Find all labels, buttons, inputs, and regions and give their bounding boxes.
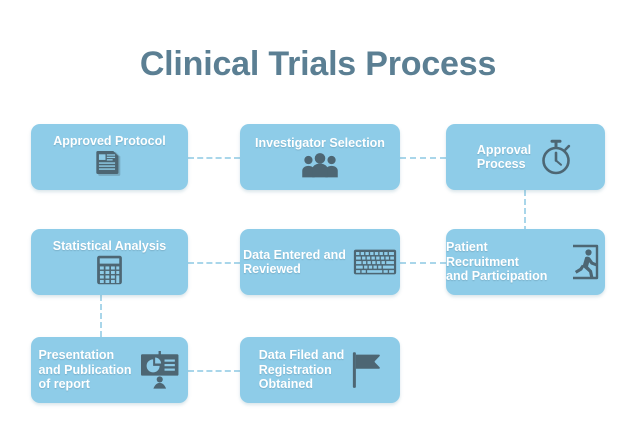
presentation-board-icon [139, 351, 181, 389]
process-box-presentation-and-publication[interactable]: Presentation and Publication of report [31, 337, 188, 403]
connector-statistical-analysis-to-presentation [100, 295, 102, 337]
process-label: Investigator Selection [255, 135, 385, 150]
process-box-approval-process[interactable]: Approval Process [446, 124, 605, 190]
keyboard-icon [353, 249, 397, 275]
calculator-icon [96, 255, 123, 285]
process-box-patient-recruitment-and-participation[interactable]: Patient Recruitment and Participation [446, 229, 605, 295]
document-icon [95, 150, 125, 180]
process-label: Statistical Analysis [52, 238, 167, 253]
stopwatch-icon [538, 138, 574, 176]
process-box-statistical-analysis[interactable]: Statistical Analysis [31, 229, 188, 295]
connector-data-entered-to-statistical-analysis [188, 262, 240, 264]
process-box-investigator-selection[interactable]: Investigator Selection [240, 124, 400, 190]
process-label: Data Entered and Reviewed [243, 247, 346, 277]
process-label: Approval Process [476, 142, 532, 172]
flag-icon [351, 351, 381, 389]
people-group-icon [301, 152, 339, 178]
connector-approval-process-to-patient-recruitment [524, 190, 526, 232]
connector-investigator-selection-to-approval-process [400, 157, 446, 159]
process-box-data-entered-and-reviewed[interactable]: Data Entered and Reviewed [240, 229, 400, 295]
page-title: Clinical Trials Process [139, 45, 497, 83]
process-label: Patient Recruitment and Participation [446, 240, 548, 284]
connector-presentation-to-data-filed [188, 370, 240, 372]
process-box-approved-protocol[interactable]: Approved Protocol [31, 124, 188, 190]
process-label: Presentation and Publication of report [38, 348, 132, 392]
running-person-exit-icon [571, 244, 605, 280]
process-box-data-filed-and-registration-obtained[interactable]: Data Filed and Registration Obtained [240, 337, 400, 403]
process-label: Data Filed and Registration Obtained [258, 348, 345, 392]
connector-patient-recruitment-to-data-entered [400, 262, 446, 264]
connector-approved-protocol-to-investigator-selection [188, 157, 240, 159]
process-label: Approved Protocol [53, 133, 166, 148]
